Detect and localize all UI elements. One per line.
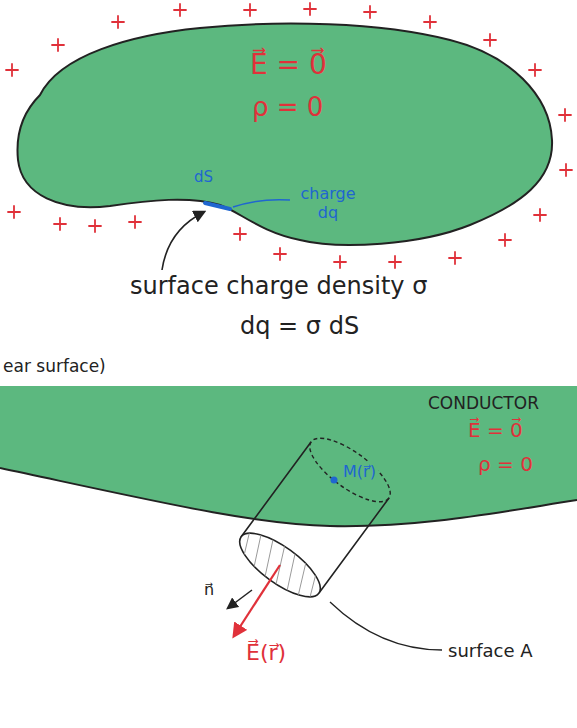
normal-arrow — [228, 590, 252, 608]
point-m — [331, 477, 338, 484]
field-arrow — [234, 565, 280, 636]
surface-label: surface A — [448, 640, 533, 662]
plus-charges — [6, 3, 572, 268]
element-label: dS — [194, 168, 213, 186]
region-label: CONDUCTOR — [428, 393, 539, 413]
field-label: E⃗(r⃗) — [246, 640, 286, 666]
cut-note: ear surface) — [3, 356, 106, 376]
leader-line — [330, 602, 442, 650]
conductor-region — [0, 386, 577, 526]
conductor-surface — [0, 468, 577, 526]
charge-label: charge dq — [292, 184, 364, 222]
field-equation: E⃗ = 0⃗ — [250, 48, 327, 82]
density-equation: ρ = 0 — [252, 92, 323, 123]
cylinder-top — [301, 427, 400, 513]
pointer-arrow — [162, 212, 204, 270]
caption-text: surface charge density σ — [130, 272, 427, 301]
conductor-blob — [17, 24, 552, 245]
leader-line — [233, 200, 290, 207]
normal-label: n⃗ — [204, 580, 214, 599]
field-equation: E⃗ = 0⃗ — [468, 418, 523, 442]
surface-element — [205, 203, 230, 209]
point-label: M(r⃗) — [341, 462, 378, 481]
formula: dq = σ dS — [240, 312, 359, 341]
density-equation: ρ = 0 — [478, 452, 533, 476]
